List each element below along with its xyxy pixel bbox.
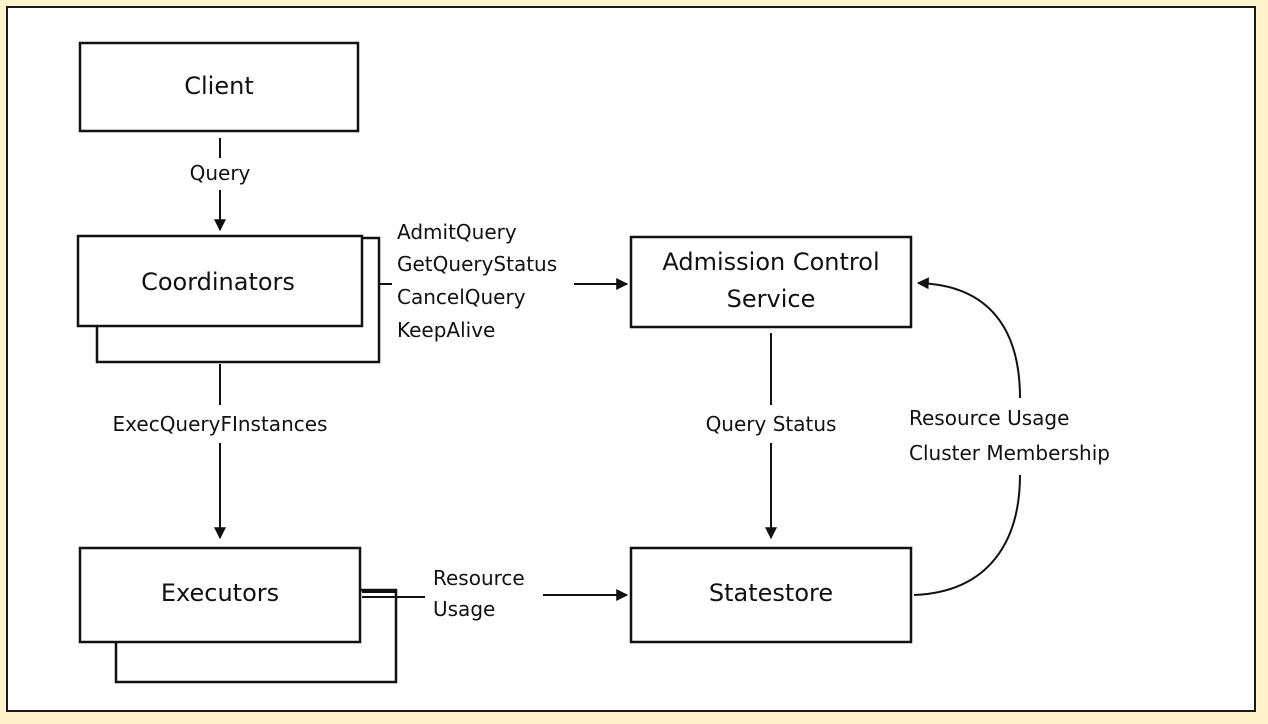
statestore-box bbox=[629, 546, 913, 644]
admission-control-box bbox=[629, 235, 913, 329]
executors-box bbox=[78, 546, 362, 644]
edge-admit-label-3: CancelQuery bbox=[397, 285, 526, 309]
edge-feedback-curve-lower bbox=[913, 474, 1021, 596]
coordinators-label: Coordinators bbox=[141, 268, 295, 296]
edge-feedback-curve-upper bbox=[916, 277, 1021, 399]
admission-control-label-2: Service bbox=[727, 285, 816, 313]
edge-feedback-label-1: Resource Usage bbox=[909, 406, 1069, 430]
edge-admit-label-2: GetQueryStatus bbox=[397, 252, 557, 276]
edge-usage-label-1: Resource bbox=[433, 566, 525, 590]
edge-exec-label: ExecQueryFInstances bbox=[113, 412, 328, 436]
statestore-label: Statestore bbox=[709, 579, 833, 607]
edge-usage-label-2: Usage bbox=[433, 597, 495, 621]
coordinators-box bbox=[76, 234, 364, 328]
edge-feedback-label-2: Cluster Membership bbox=[909, 441, 1110, 465]
executors-label: Executors bbox=[161, 579, 279, 607]
edge-status-label: Query Status bbox=[706, 412, 837, 436]
edge-admit-label-1: AdmitQuery bbox=[397, 220, 517, 244]
admission-control-label-1: Admission Control bbox=[662, 248, 879, 276]
client-box bbox=[78, 41, 360, 133]
edge-query-label: Query bbox=[190, 161, 251, 185]
edge-admit-label-4: KeepAlive bbox=[397, 318, 495, 342]
client-label: Client bbox=[184, 72, 253, 100]
